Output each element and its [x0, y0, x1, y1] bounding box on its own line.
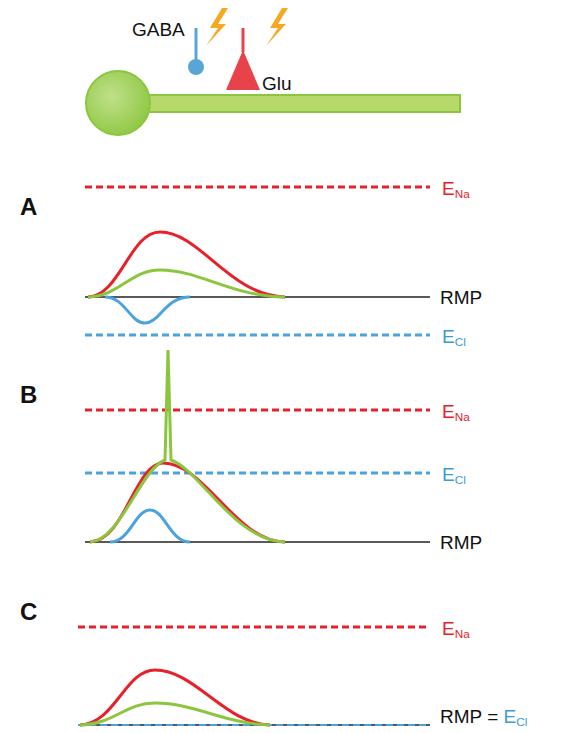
- dendrite: [140, 95, 460, 112]
- ecl-line: [85, 334, 430, 337]
- potential-label: ENa: [442, 619, 470, 641]
- glu-axon: [242, 28, 245, 52]
- synapse-label: Glu: [262, 74, 292, 95]
- panel-letter: A: [20, 194, 37, 220]
- depolarizing-ipsp-trace: [110, 510, 190, 542]
- epsp-trace: [80, 670, 270, 725]
- gaba-axon: [195, 28, 198, 60]
- synapse-label: GABA: [132, 20, 185, 41]
- ena-line: [78, 626, 430, 629]
- potential-label: ECl: [442, 327, 466, 349]
- potential-label: RMP = ECl: [440, 707, 527, 729]
- potential-label: ECl: [442, 465, 466, 487]
- rmp-line: [85, 541, 430, 543]
- stimulus-bolt: [206, 8, 228, 46]
- combined-trace: [88, 270, 285, 297]
- potential-label: ENa: [442, 402, 470, 424]
- soma: [86, 71, 150, 135]
- stimulus-bolt: [266, 8, 288, 46]
- ena-line: [85, 409, 430, 412]
- ipsp-trace: [105, 297, 190, 323]
- epsp-trace: [90, 463, 285, 542]
- ena-line: [85, 186, 430, 189]
- panel-letter: B: [20, 382, 37, 408]
- action-potential-trace: [90, 350, 285, 542]
- epsp-trace: [88, 232, 285, 297]
- glu-terminal: [226, 50, 260, 90]
- potential-label: ENa: [442, 179, 470, 201]
- potential-label: RMP: [440, 288, 482, 309]
- panel-letter: C: [20, 599, 37, 625]
- potential-label: RMP: [440, 533, 482, 554]
- gaba-terminal: [188, 59, 204, 75]
- shunted-trace: [80, 703, 270, 725]
- rmp-line: [85, 296, 430, 298]
- ecl-line: [85, 472, 430, 475]
